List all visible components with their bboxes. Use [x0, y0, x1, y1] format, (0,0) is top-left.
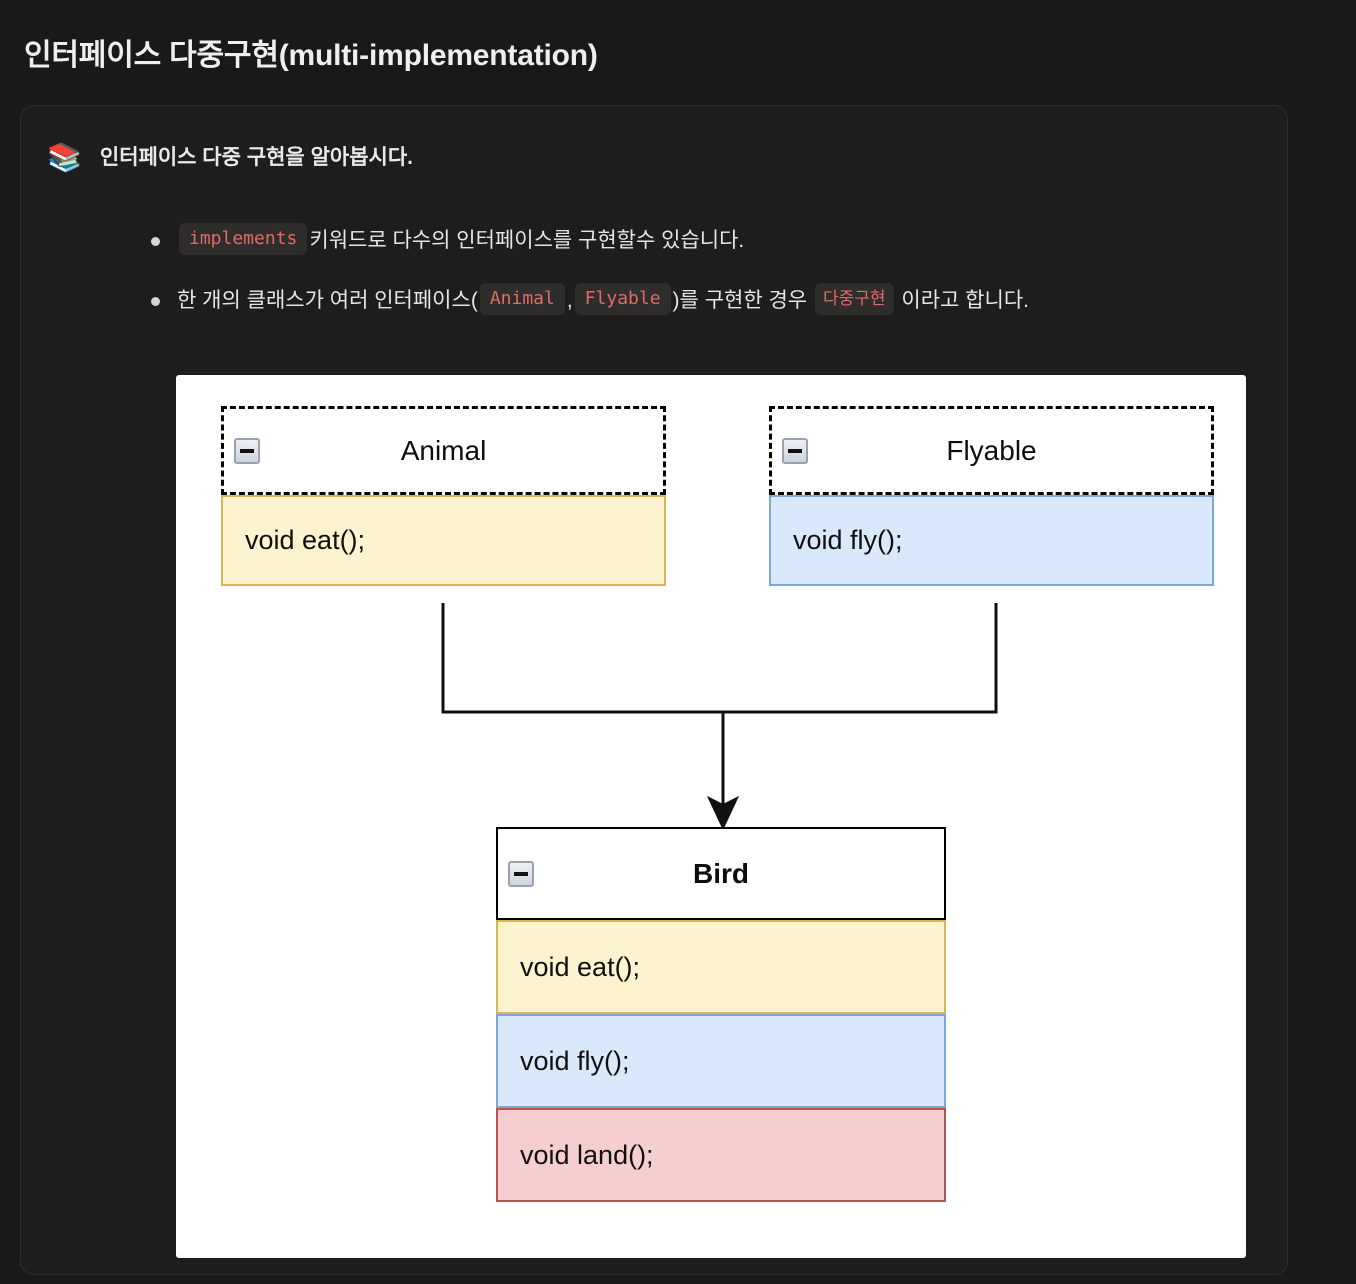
minus-icon[interactable] [782, 437, 808, 464]
list-item: 한 개의 클래스가 여러 인터페이스(Animal,Flyable)를 구현한 … [131, 278, 1271, 324]
code-chip-animal: Animal [479, 283, 565, 315]
uml-member-row: void eat(); [221, 495, 666, 586]
code-chip-implements: implements [179, 223, 308, 255]
uml-header-flyable: Flyable [769, 406, 1214, 495]
code-chip-multi-implementation: 다중구현 [814, 283, 894, 315]
uml-member-row: void fly(); [769, 495, 1214, 586]
bullet-2-text-comma: , [566, 289, 573, 312]
uml-header-animal: Animal [221, 406, 666, 495]
callout-header: 📚 인터페이스 다중 구현을 알아봅시다. [47, 142, 413, 174]
bullet-2-text-b: )를 구현한 경우 [672, 289, 808, 312]
uml-member-row: void fly(); [496, 1014, 946, 1108]
uml-class-animal[interactable]: Animal void eat(); [221, 406, 666, 586]
bullet-1-text: 키워드로 다수의 인터페이스를 구현할수 있습니다. [309, 229, 745, 252]
bullet-2-text-a: 한 개의 클래스가 여러 인터페이스( [177, 289, 478, 312]
uml-diagram-panel: Animal void eat(); Flyable void fly(); B… [176, 375, 1246, 1258]
code-chip-flyable: Flyable [574, 283, 671, 315]
page-title: 인터페이스 다중구현(multi-implementation) [24, 39, 598, 72]
callout-heading: 인터페이스 다중 구현을 알아봅시다. [99, 146, 414, 169]
minus-icon[interactable] [508, 860, 534, 887]
bullet-2-text-c: 이라고 합니다. [901, 289, 1029, 312]
uml-canvas: Animal void eat(); Flyable void fly(); B… [176, 375, 1246, 1258]
minus-icon[interactable] [234, 437, 260, 464]
uml-member-row: void eat(); [496, 920, 946, 1014]
uml-class-name-bird: Bird [693, 857, 749, 889]
uml-class-flyable[interactable]: Flyable void fly(); [769, 406, 1214, 586]
uml-class-name-animal: Animal [400, 434, 487, 466]
bullet-2-content: 한 개의 클래스가 여러 인터페이스(Animal,Flyable)를 구현한 … [177, 283, 1029, 315]
uml-class-bird[interactable]: Bird void eat(); void fly(); void land()… [496, 827, 946, 1202]
uml-member-row: void land(); [496, 1108, 946, 1202]
uml-header-bird: Bird [496, 827, 946, 920]
uml-class-name-flyable: Flyable [946, 434, 1037, 466]
books-emoji: 📚 [47, 142, 82, 173]
